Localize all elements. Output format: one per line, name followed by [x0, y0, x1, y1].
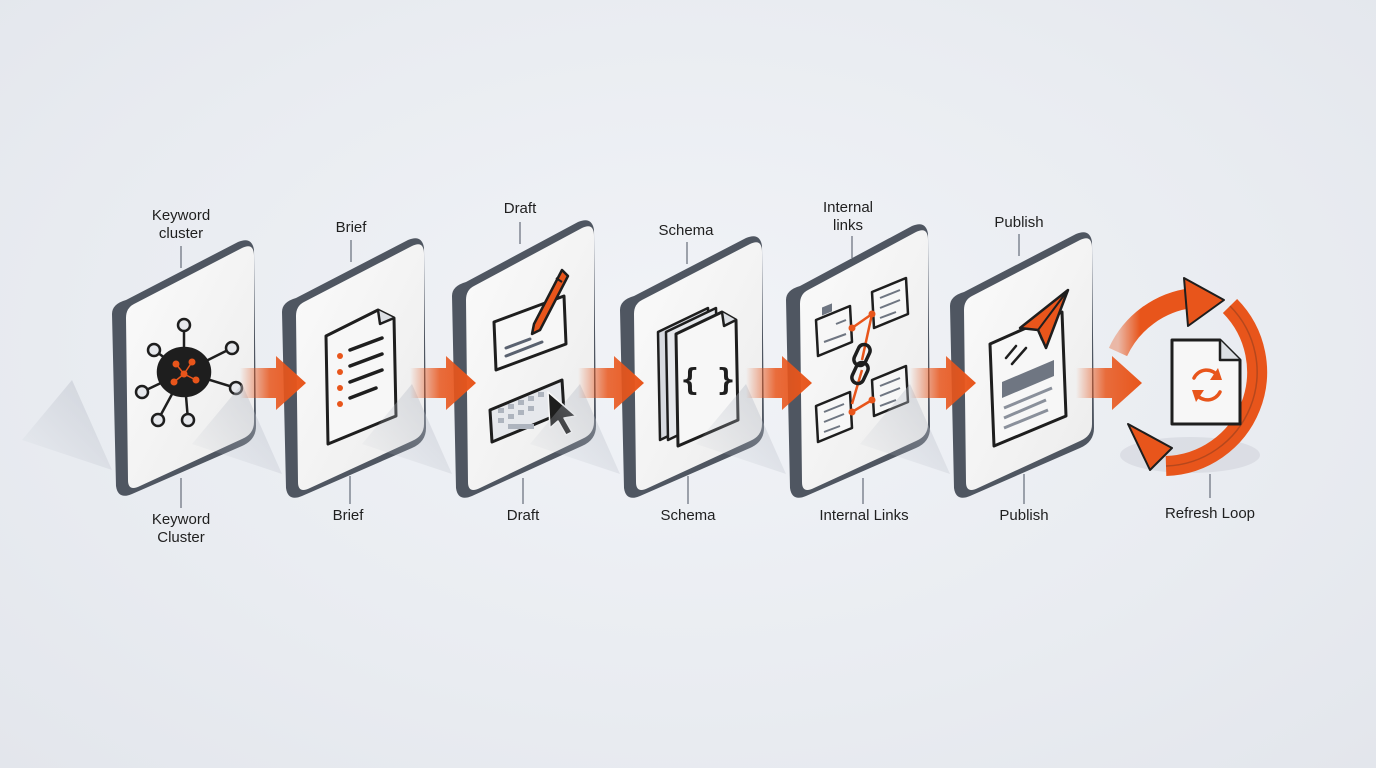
label-top-schema: Schema: [658, 222, 714, 239]
panel-shadow: [362, 384, 452, 474]
code-braces-icon: { }: [656, 306, 740, 448]
panel-shadow: [530, 384, 620, 474]
flow-arrows: [240, 356, 1142, 410]
label-top-publish: Publish: [994, 214, 1044, 231]
arrow-6: [1076, 356, 1142, 410]
paper-plane-icon: [988, 288, 1070, 448]
arrow-1: [240, 356, 306, 410]
page-card-bottom-left: [814, 390, 854, 444]
arrow-4: [746, 356, 812, 410]
pencil-icon: [530, 268, 570, 336]
arrow-3: [578, 356, 644, 410]
label-top-internal-links: Internal links: [822, 199, 874, 234]
label-top-keyword-cluster: Keyword cluster: [151, 207, 211, 242]
label-top-draft: Draft: [503, 200, 537, 217]
label-bottom-schema: Schema: [660, 507, 716, 524]
arrow-2: [410, 356, 476, 410]
panel-shadow: [22, 380, 112, 470]
chain-link-icon: [850, 342, 872, 386]
label-bottom-internal-links: Internal Links: [819, 507, 909, 524]
page-card-top-left: [814, 303, 854, 358]
label-bottom-brief: Brief: [332, 507, 364, 524]
network-cluster-icon: [134, 317, 244, 428]
document-list-icon: [324, 308, 398, 446]
panel-shadow: [192, 384, 282, 474]
svg-text:{ }: { }: [681, 363, 735, 398]
stage-refresh-loop: [1108, 277, 1268, 476]
refresh-cycle-icon: [1108, 277, 1268, 476]
stage-keyword-cluster: [22, 240, 256, 496]
stage-publish: [860, 232, 1094, 498]
leader-lines: [180, 222, 1211, 508]
panel-shadow: [860, 384, 950, 474]
label-refresh-loop: Refresh Loop: [1164, 505, 1256, 522]
label-top-brief: Brief: [335, 219, 367, 236]
refresh-document-icon: [1170, 338, 1242, 426]
linked-pages-icon: [814, 276, 910, 444]
arrow-5: [910, 356, 976, 410]
label-bottom-keyword-cluster: Keyword Cluster: [151, 511, 211, 546]
label-bottom-publish: Publish: [999, 507, 1049, 524]
panel-shadow: [696, 384, 786, 474]
label-bottom-draft: Draft: [506, 507, 540, 524]
